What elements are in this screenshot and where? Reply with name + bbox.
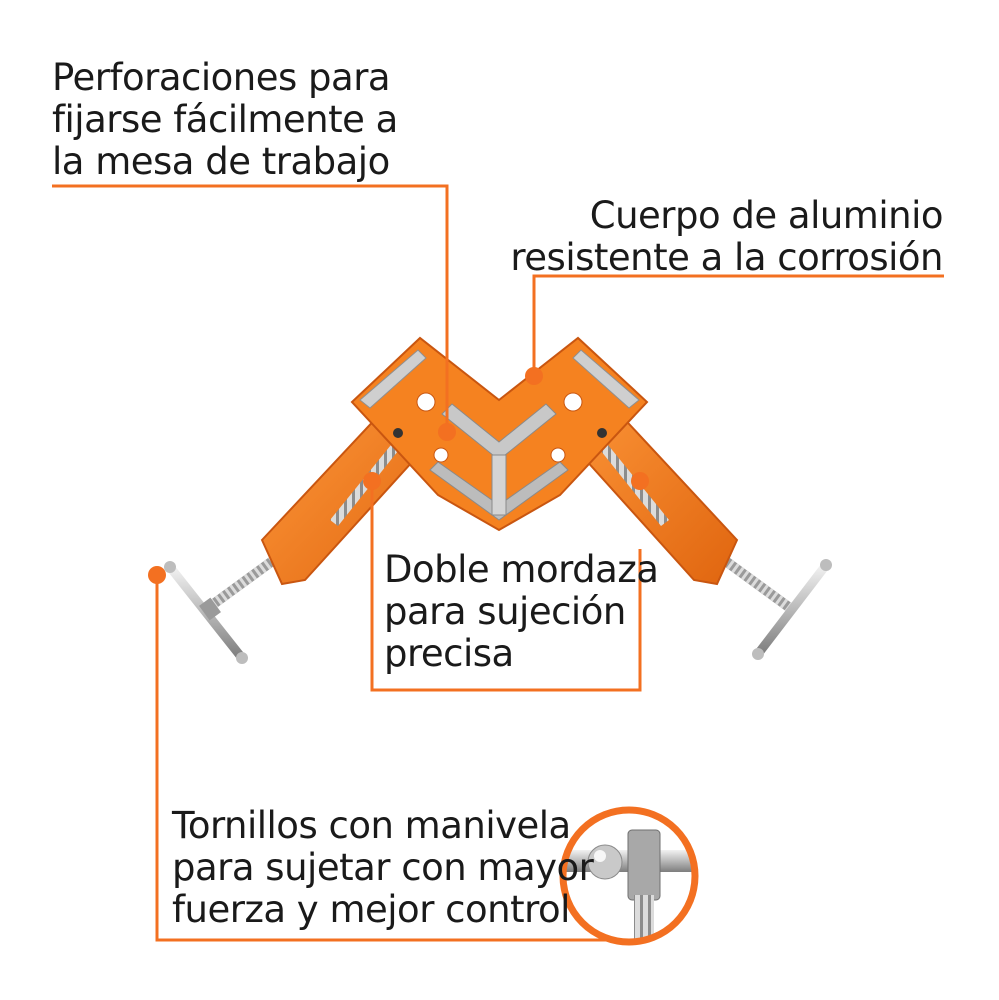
callout-line: Perforaciones para (52, 56, 391, 99)
callout-line: para sujetar con mayor (172, 846, 594, 889)
callout-line: Tornillos con manivela (172, 804, 571, 847)
callout-line: para sujeción (384, 590, 626, 633)
callout-line: la mesa de trabajo (52, 140, 390, 183)
leader-dots (148, 367, 649, 584)
callout-line: Doble mordaza (384, 548, 659, 591)
lead-screw-icon (205, 549, 285, 613)
callout-line: fijarse fácilmente a (52, 98, 398, 141)
callout-line: precisa (384, 632, 514, 675)
handle-screw-closeup (559, 806, 699, 946)
callout-line: resistente a la corrosión (510, 236, 943, 279)
leader-lines (52, 184, 944, 942)
callout-line: fuerza y mejor control (172, 888, 570, 931)
t-handle-icon (164, 561, 248, 664)
callout-line: Cuerpo de aluminio (589, 194, 944, 237)
